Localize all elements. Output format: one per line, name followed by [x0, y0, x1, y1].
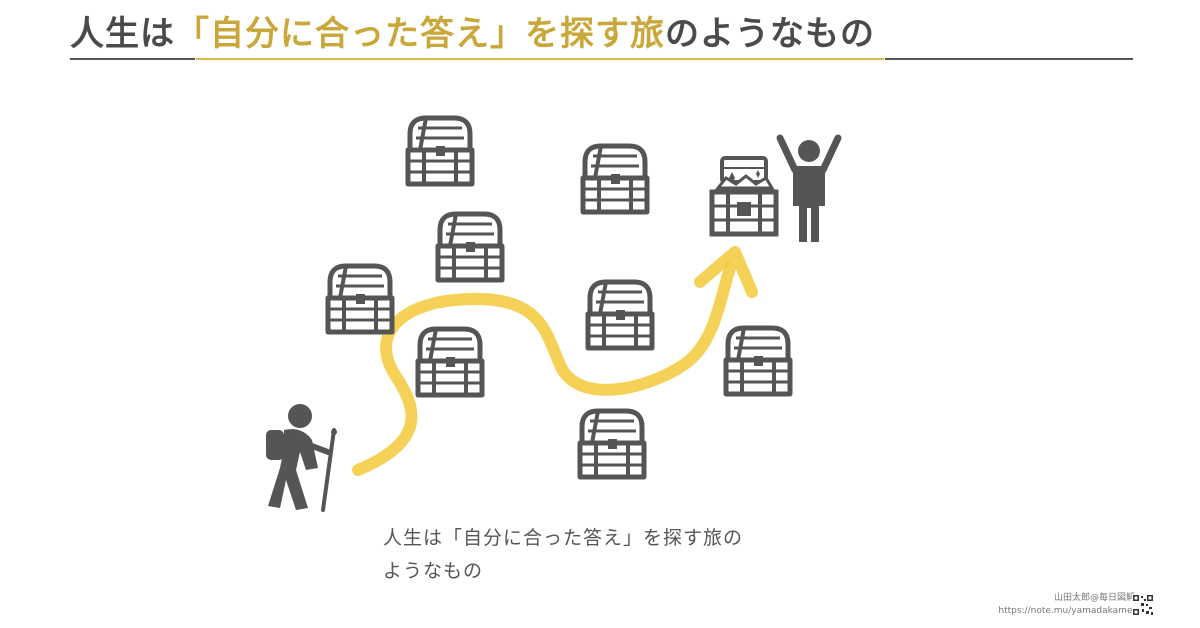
arrow-head — [694, 246, 758, 298]
caption: 人生は「自分に合った答え」を探す旅の ようなもの — [383, 522, 743, 588]
treasure-chest-icon — [408, 118, 472, 184]
treasure-chest-icon — [328, 266, 392, 332]
credit-author: 山田太郎@毎日図解 — [1053, 593, 1135, 603]
title-suffix: のようなもの — [665, 14, 875, 54]
treasure-chest-icon — [438, 214, 502, 280]
title-prefix: 人生は — [70, 14, 175, 54]
qr-code-icon — [1132, 594, 1154, 616]
title-underline — [885, 58, 1133, 60]
journey-path — [352, 262, 736, 476]
treasure-chest-icon — [726, 328, 790, 394]
caption-line: 人生は「自分に合った答え」を探す旅の — [383, 527, 744, 549]
celebrating-person-icon — [776, 134, 842, 242]
hiker-icon — [266, 404, 337, 512]
treasure-chest-icon — [588, 282, 652, 348]
title-highlight: 「自分に合った答え」を探す旅 — [175, 14, 665, 54]
title-underline — [70, 58, 195, 60]
title-highlight-underline — [196, 58, 884, 60]
treasure-chest-icon — [580, 411, 644, 477]
credit: 山田太郎@毎日図解 https://note.mu/yamadakamei — [998, 592, 1135, 618]
caption-line: ようなもの — [383, 560, 484, 582]
credit-url: https://note.mu/yamadakamei — [998, 606, 1135, 616]
page-title: 人生は「自分に合った答え」を探す旅のようなもの — [70, 8, 875, 60]
treasure-chest-icon — [583, 146, 647, 212]
treasure-chest-icon — [418, 329, 482, 395]
open-treasure-chest-icon — [709, 156, 779, 237]
